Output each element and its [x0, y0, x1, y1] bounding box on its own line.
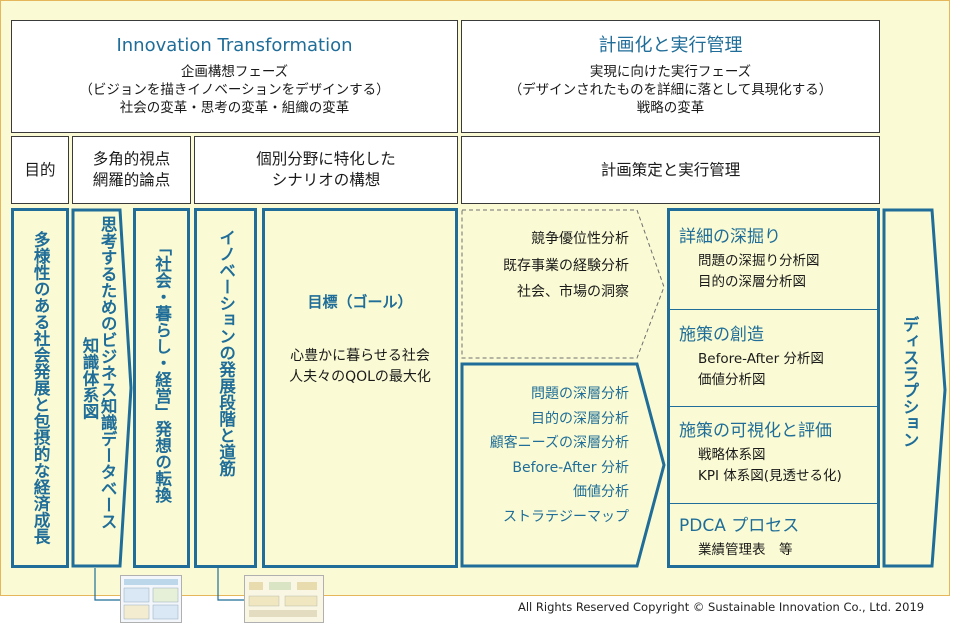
header-right-title: 計画化と実行管理: [598, 35, 743, 57]
header-right-line: （デザインされたものを詳細に落として具現化する）: [508, 82, 833, 99]
scenario-line: 個別分野に特化した: [256, 150, 396, 169]
detail-section-title: 施策の創造: [679, 325, 764, 345]
scenario-line: シナリオの構想: [271, 171, 381, 189]
goal-column: 目標（ゴール） 心豊かに暮らせる社会 人夫々のQOLの最大化: [262, 208, 458, 568]
purpose-column: 多様性のある社会発展と包摂的な経済成長: [11, 208, 69, 568]
innovation-stage-column: イノベーションの発展段階と道筋: [194, 208, 257, 568]
detail-section-item: 問題の深掘り分析図: [698, 253, 820, 270]
disruption-column: ディスラプション: [884, 212, 934, 564]
analysis-top-list: 競争優位性分析 既存事業の経験分析 社会、市場の洞察: [462, 226, 637, 326]
knowledge-db-column: 知識体系図 思考するためのビジネス知識データベース: [73, 212, 123, 564]
analysis-top-item: 社会、市場の洞察: [517, 284, 629, 301]
detail-section-title: 詳細の深掘り: [679, 227, 781, 247]
header-planning-execution: 計画化と実行管理 実現に向けた実行フェーズ （デザインされたものを詳細に落として…: [461, 20, 880, 133]
detail-section-title: PDCA プロセス: [679, 516, 800, 536]
knowledge-thumb-connector: [94, 568, 120, 601]
stage-thumb-connector: [217, 568, 244, 601]
analysis-top-dashed-arrow: [461, 209, 665, 359]
knowledge-map-thumbnail: [120, 575, 182, 623]
detail-sections-column: 詳細の深掘り 問題の深掘り分析図 目的の深層分析図 施策の創造 Before-A…: [667, 208, 880, 568]
paradigm-vertical-text: 「社会・暮らし・経営」発想の転換: [152, 239, 172, 503]
knowledge-map-thumbnail-art: [123, 579, 179, 620]
detail-section-divider: [670, 406, 877, 407]
analysis-bottom-list: 問題の深層分析 目的の深層分析 顧客ニーズの深層分析 Before-After …: [462, 382, 637, 552]
stage-diagram-thumbnail: [244, 575, 324, 623]
row-planning-label: 計画策定と実行管理: [461, 136, 880, 204]
analysis-bottom-item: 目的の深層分析: [531, 410, 629, 427]
detail-section: 施策の可視化と評価 戦略体系図 KPI 体系図(見透せる化): [670, 409, 877, 486]
planning-label: 計画策定と実行管理: [600, 160, 741, 179]
analysis-bottom-item: 価値分析: [573, 484, 629, 500]
perspective-line: 網羅的論点: [92, 171, 171, 189]
analysis-bottom-arrow: [460, 362, 666, 568]
detail-section: 詳細の深掘り 問題の深掘り分析図 目的の深層分析図: [670, 215, 877, 292]
disruption-vertical-text: ディスラプション: [900, 316, 920, 448]
header-left-title: Innovation Transformation: [116, 35, 353, 57]
detail-section-divider: [670, 309, 877, 310]
header-innovation-transformation: Innovation Transformation 企画構想フェーズ （ビジョン…: [11, 20, 458, 133]
analysis-bottom-item: 問題の深層分析: [531, 386, 629, 402]
detail-section-item: Before-After 分析図: [698, 351, 824, 368]
perspective-line: 多角的視点: [92, 150, 171, 169]
copyright-notice: All Rights Reserved Copyright © Sustaina…: [518, 600, 925, 614]
header-right-line: 戦略の変革: [636, 100, 705, 117]
detail-section-item: 目的の深層分析図: [698, 273, 806, 290]
analysis-top-item: 競争優位性分析: [531, 231, 629, 247]
header-left-line: （ビジョンを描きイノベーションをデザインする）: [79, 82, 390, 99]
goal-line: 心豊かに暮らせる社会: [290, 348, 430, 364]
detail-section: 施策の創造 Before-After 分析図 価値分析図: [670, 313, 877, 390]
purpose-vertical-text: 多様性のある社会発展と包摂的な経済成長: [31, 231, 51, 545]
header-left-line: 企画構想フェーズ: [180, 63, 289, 80]
detail-section: PDCA プロセス 業績管理表 等: [670, 504, 877, 561]
header-right-line: 実現に向けた実行フェーズ: [589, 63, 752, 80]
analysis-bottom-item: Before-After 分析: [512, 459, 629, 476]
detail-section-item: 業績管理表 等: [698, 542, 793, 559]
innovation-stage-vertical-text: イノベーションの発展段階と道筋: [216, 229, 236, 477]
detail-section-item: 価値分析図: [698, 371, 766, 388]
analysis-bottom-item: ストラテジーマップ: [503, 508, 629, 525]
row-purpose-label: 目的: [11, 136, 69, 204]
detail-section-title: 施策の可視化と評価: [679, 421, 832, 441]
detail-section-divider: [670, 503, 877, 504]
detail-section-item: KPI 体系図(見透せる化): [698, 467, 842, 484]
knowledge-db-arrow: [71, 208, 133, 568]
analysis-top-item: 既存事業の経験分析: [503, 257, 629, 274]
stage-diagram-thumbnail-art: [248, 582, 318, 617]
detail-section-item: 戦略体系図: [698, 447, 766, 464]
row-perspective-label: 多角的視点 網羅的論点: [72, 136, 191, 204]
disruption-arrow: [882, 208, 947, 568]
paradigm-column: 「社会・暮らし・経営」発想の転換: [133, 208, 190, 568]
goal-title: 目標（ゴール）: [307, 293, 413, 311]
row-scenario-label: 個別分野に特化した シナリオの構想: [194, 136, 458, 204]
knowledge-db-main-text: 思考するためのビジネス知識データベース: [98, 216, 118, 530]
goal-line: 人夫々のQOLの最大化: [289, 369, 431, 385]
header-left-line: 社会の変革・思考の変革・組織の変革: [119, 100, 350, 117]
analysis-bottom-item: 顧客ニーズの深層分析: [489, 435, 629, 451]
purpose-label: 目的: [24, 160, 56, 179]
knowledge-db-secondary-text: 知識体系図: [80, 337, 99, 420]
